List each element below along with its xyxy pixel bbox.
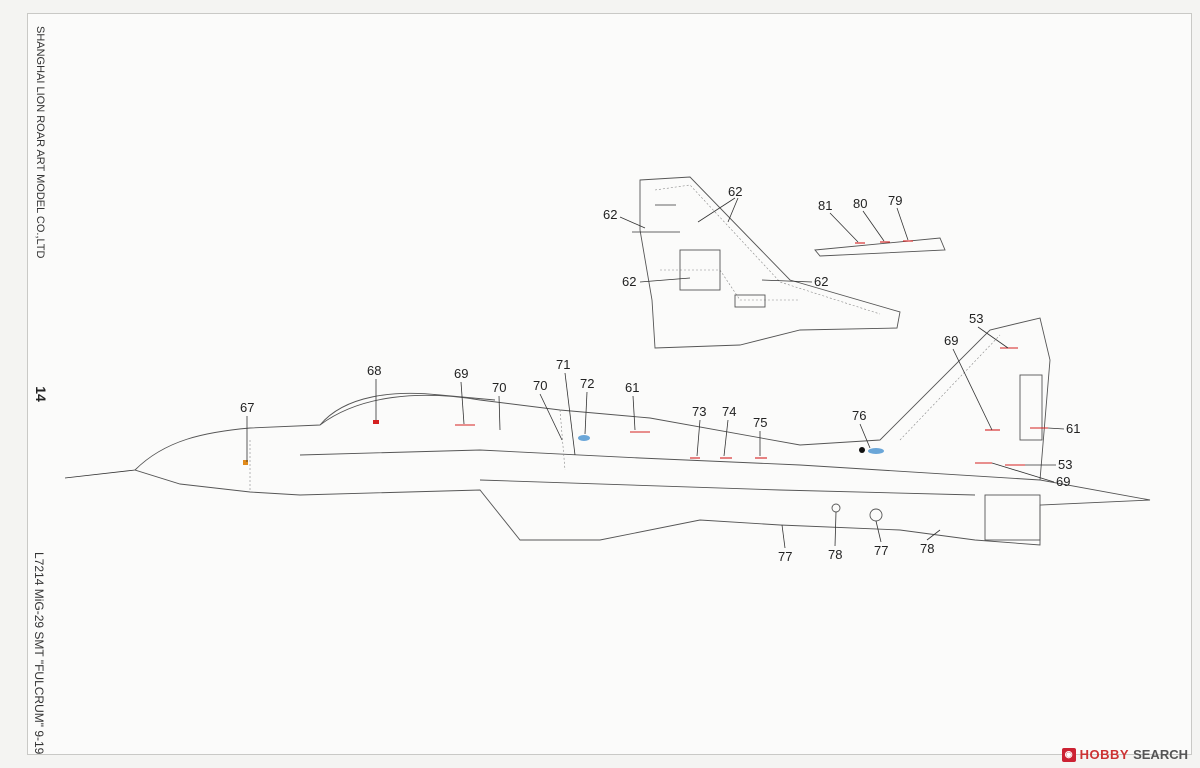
callout-label: 74	[722, 404, 736, 419]
callout-label: 70	[533, 378, 547, 393]
watermark: ◉ HOBBY SEARCH	[1061, 747, 1188, 762]
callout-label: 62	[728, 184, 742, 199]
fin-callouts: 62 62 62 62	[603, 184, 828, 289]
callout-label: 69	[1056, 474, 1070, 489]
callout-label: 70	[492, 380, 506, 395]
callout-label: 75	[753, 415, 767, 430]
callout-label: 71	[556, 357, 570, 372]
watermark-prefix: HOBBY	[1079, 747, 1130, 762]
callout-label: 62	[814, 274, 828, 289]
instruction-sheet: SHANGHAI LION ROAR ART MODEL CO.,LTD 14 …	[27, 13, 1192, 755]
hobby-search-logo-icon: ◉	[1061, 747, 1076, 762]
callout-label: 76	[852, 408, 866, 423]
callout-label: 69	[944, 333, 958, 348]
callout-label: 53	[969, 311, 983, 326]
fin-detail-drawing	[632, 176, 901, 349]
callout-label: 80	[853, 196, 867, 211]
callout-label: 62	[603, 207, 617, 222]
callout-label: 62	[622, 274, 636, 289]
watermark-suffix: SEARCH	[1133, 747, 1188, 762]
callout-label: 78	[828, 547, 842, 562]
side-callouts: 67 68 69 70 70 71 72 61 73 74 75 76 53 6…	[240, 311, 1080, 564]
callout-label: 53	[1058, 457, 1072, 472]
callout-label: 77	[874, 543, 888, 558]
callout-label: 61	[1066, 421, 1080, 436]
callout-label: 78	[920, 541, 934, 556]
callout-label: 61	[625, 380, 639, 395]
callout-label: 67	[240, 400, 254, 415]
callout-label: 81	[818, 198, 832, 213]
callout-label: 69	[454, 366, 468, 381]
callout-label: 79	[888, 193, 902, 208]
aircraft-side-view	[64, 317, 1151, 546]
callout-label: 72	[580, 376, 594, 391]
callout-label: 68	[367, 363, 381, 378]
callout-label: 73	[692, 404, 706, 419]
callout-label: 77	[778, 549, 792, 564]
strip-detail-drawing: 81 80 79	[814, 193, 946, 257]
